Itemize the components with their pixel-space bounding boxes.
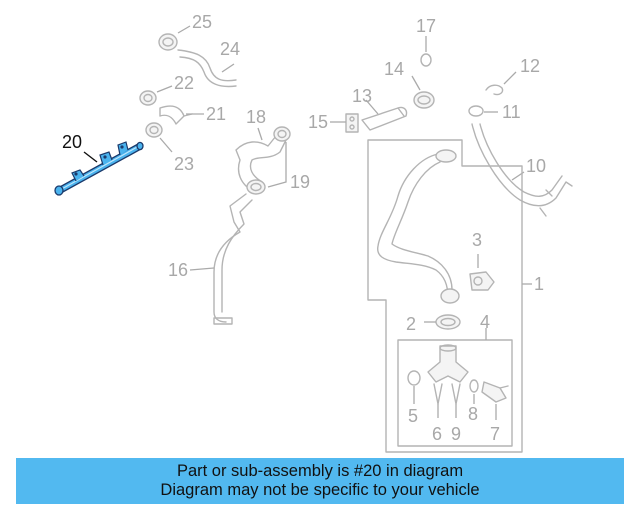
part-4-subassembly-outline xyxy=(397,339,513,447)
part-22-clamp[interactable] xyxy=(139,90,157,106)
part-5-o-ring[interactable] xyxy=(407,370,421,386)
callout-5: 5 xyxy=(408,406,418,426)
part-13-hose[interactable] xyxy=(361,106,408,131)
part-4-t-fitting[interactable] xyxy=(427,344,469,383)
part-14-clamp[interactable] xyxy=(413,91,435,109)
callout-8: 8 xyxy=(468,404,478,424)
part-12-clip[interactable] xyxy=(485,84,504,96)
part-24-hose[interactable] xyxy=(177,49,237,88)
callout-9: 9 xyxy=(451,424,461,444)
part-11-gasket[interactable] xyxy=(468,105,484,117)
callout-19: 19 xyxy=(290,172,310,192)
callout-3: 3 xyxy=(472,230,482,250)
info-banner: Part or sub-assembly is #20 in diagram D… xyxy=(16,458,624,504)
part-9-clip[interactable] xyxy=(451,383,461,405)
part-16-pipe[interactable] xyxy=(213,193,253,325)
callout-13: 13 xyxy=(352,86,372,106)
callout-24: 24 xyxy=(220,39,240,59)
part-7-sensor[interactable] xyxy=(481,381,509,403)
callout-14: 14 xyxy=(384,59,404,79)
callout-11: 11 xyxy=(502,102,521,122)
callout-6: 6 xyxy=(432,424,442,444)
callout-15: 15 xyxy=(308,112,328,132)
part-19-clamp[interactable] xyxy=(246,126,291,195)
callout-20: 20 xyxy=(62,132,82,152)
callout-21: 21 xyxy=(206,104,226,124)
callout-23: 23 xyxy=(174,154,194,174)
callout-1: 1 xyxy=(534,274,544,294)
part-1-hose[interactable] xyxy=(377,149,460,304)
callout-22: 22 xyxy=(174,73,194,93)
callout-4: 4 xyxy=(480,312,490,332)
callout-10: 10 xyxy=(526,156,546,176)
part-1-assembly-outline xyxy=(367,139,523,453)
callout-18: 18 xyxy=(246,107,266,127)
part-25-clamp[interactable] xyxy=(158,33,178,51)
part-2-clamp[interactable] xyxy=(435,314,461,330)
part-15-bracket[interactable] xyxy=(345,113,359,133)
callout-16: 16 xyxy=(168,260,188,280)
callout-17: 17 xyxy=(416,16,436,36)
parts-diagram: 20 25 24 22 21 23 18 xyxy=(54,12,573,453)
part-20-water-pipe[interactable] xyxy=(54,141,144,196)
part-17-o-ring[interactable] xyxy=(420,53,432,67)
banner-line-disclaimer: Diagram may not be specific to your vehi… xyxy=(160,481,480,499)
banner-line-part: Part or sub-assembly is #20 in diagram xyxy=(176,462,464,480)
part-6-clip[interactable] xyxy=(433,383,443,405)
part-23-clamp[interactable] xyxy=(145,122,163,138)
part-10-pipe[interactable] xyxy=(471,123,573,217)
callout-12: 12 xyxy=(520,56,540,76)
callout-25: 25 xyxy=(192,12,212,32)
callout-2: 2 xyxy=(406,314,416,334)
part-8-o-ring[interactable] xyxy=(469,379,479,393)
part-18-hose[interactable] xyxy=(235,135,287,193)
part-21-hose[interactable] xyxy=(159,105,193,125)
callout-7: 7 xyxy=(490,424,500,444)
part-3-fitting[interactable] xyxy=(469,271,495,291)
